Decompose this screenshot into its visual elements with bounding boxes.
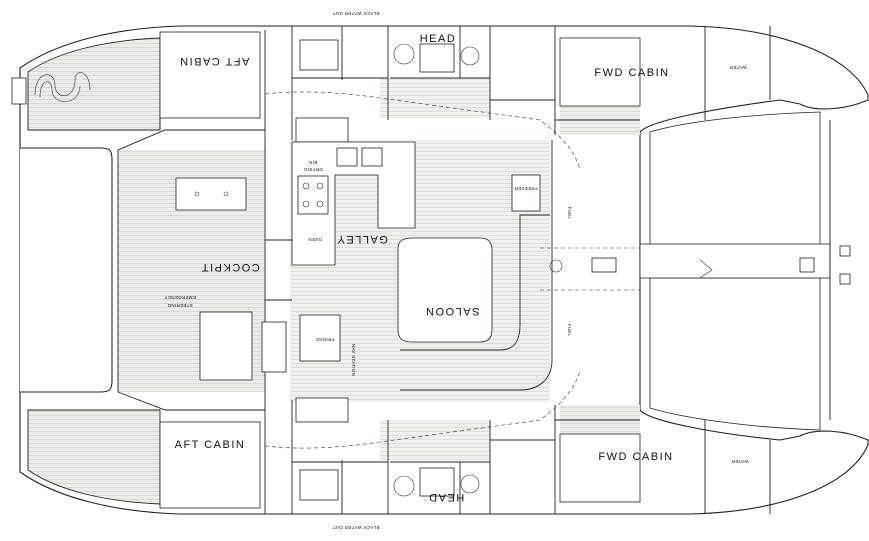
label-fuel-bottom: FUEL (567, 324, 572, 337)
galley-counter (291, 141, 416, 266)
label-saloon: SALOON (425, 305, 480, 317)
aft-deck-bottom (27, 409, 161, 505)
label-black-water-bottom: BLACK WATER OUT (332, 525, 379, 530)
label-drying: DRYING (303, 167, 322, 172)
label-aft-cabin-top: AFT CABIN (179, 55, 250, 67)
label-black-water-top: BLACK WATER OUT (332, 11, 379, 16)
label-emergency: EMERGENCY (164, 295, 196, 300)
label-bin: BIN (309, 160, 317, 165)
label-galley: GALLEY (336, 233, 388, 245)
label-aft-cabin-bottom: AFT CABIN (175, 439, 246, 451)
room-labels: AFT CABIN AFT CABIN FWD CABIN FWD CABIN … (164, 11, 748, 530)
label-steering: STEERING (167, 303, 193, 308)
bottom-hull-walls (159, 369, 771, 514)
label-fwd-cabin-bottom: FWD CABIN (598, 451, 673, 463)
label-nav-station: NAV STATION (351, 344, 356, 376)
label-fuel-top: FUEL (567, 207, 572, 220)
label-head-bottom: HEAD (428, 491, 465, 503)
saloon-settee (299, 140, 553, 391)
label-freezer: FREEZER (514, 186, 538, 191)
label-fwd-cabin-top: FWD CABIN (594, 67, 669, 79)
label-cockpit: COCKPIT (200, 261, 259, 273)
label-oven: OVEN (308, 237, 322, 242)
trampoline (540, 111, 851, 431)
label-fridge: FRIDGE (316, 337, 335, 342)
label-head-top: HEAD (420, 33, 457, 45)
cockpit-furniture (175, 177, 292, 381)
label-water-bottom: WATER (731, 459, 749, 464)
top-hull-walls (159, 26, 771, 171)
label-water-top: WATER (729, 65, 747, 70)
